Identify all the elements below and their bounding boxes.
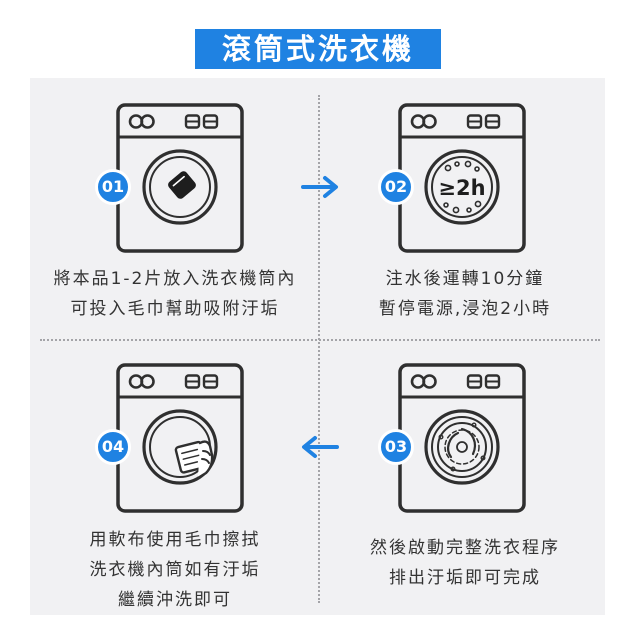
cloth-icon [174, 440, 208, 474]
washer-with-tablet-icon [116, 103, 244, 253]
caption-line: 繼續沖洗即可 [118, 590, 232, 610]
drum-icon [424, 149, 500, 225]
caption-line: 排出汙垢即可完成 [389, 568, 541, 588]
horizontal-divider [40, 339, 600, 341]
washer-spin-icon [398, 363, 526, 513]
step-badge-04: 04 [95, 429, 131, 465]
step-badge-03: 03 [378, 429, 414, 465]
caption-line: 用軟布使用毛巾擦拭 [89, 530, 261, 550]
caption-line: 暫停電源,浸泡2小時 [378, 299, 552, 319]
display-panel-icon [184, 114, 219, 129]
step-badge-01: 01 [95, 169, 131, 205]
step-caption-01: 將本品1-2片放入洗衣機筒內 可投入毛巾幫助吸附汙垢 [30, 264, 320, 324]
page-title: 滾筒式洗衣機 [195, 29, 441, 69]
display-panel-icon [466, 374, 501, 389]
step-caption-03: 然後啟動完整洗衣程序 排出汙垢即可完成 [320, 533, 610, 593]
control-dial-icon [128, 374, 155, 389]
display-panel-icon [184, 374, 219, 389]
step-caption-04: 用軟布使用毛巾擦拭 洗衣機內筒如有汙垢 繼續沖洗即可 [30, 525, 320, 615]
control-dial-icon [128, 114, 155, 129]
drum-icon [142, 149, 218, 225]
arrow-right-icon [301, 176, 338, 198]
washer-soak-icon: ≥2h [398, 103, 526, 253]
arrow-left-icon [302, 436, 339, 458]
tablet-icon [168, 171, 196, 199]
drum-icon [424, 409, 500, 485]
control-dial-icon [410, 374, 437, 389]
hand-icon [196, 440, 214, 480]
step-caption-02: 注水後運轉10分鐘 暫停電源,浸泡2小時 [320, 264, 610, 324]
washer-wipe-icon [116, 363, 244, 513]
steps-panel [30, 78, 605, 615]
bubbles-icon [443, 160, 482, 214]
control-dial-icon [410, 114, 437, 129]
caption-line: 洗衣機內筒如有汙垢 [89, 560, 261, 580]
spin-swirl-icon [437, 422, 487, 472]
caption-line: 然後啟動完整洗衣程序 [370, 538, 560, 558]
display-panel-icon [466, 114, 501, 129]
caption-line: 可投入毛巾幫助吸附汙垢 [70, 299, 280, 319]
vertical-divider [318, 95, 320, 603]
caption-line: 將本品1-2片放入洗衣機筒內 [53, 269, 297, 289]
step-badge-02: 02 [378, 169, 414, 205]
caption-line: 注水後運轉10分鐘 [385, 269, 545, 289]
soak-duration-label: ≥2h [438, 176, 485, 200]
